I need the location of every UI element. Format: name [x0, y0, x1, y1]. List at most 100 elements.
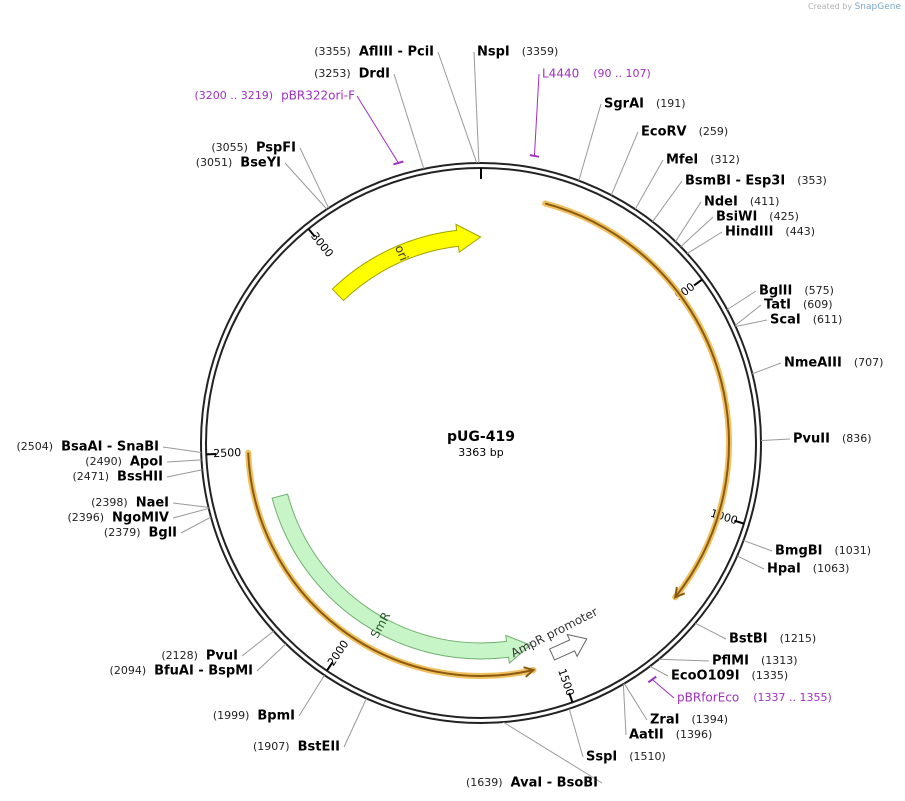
restriction-site-label: PflMI(1313)	[712, 654, 798, 669]
restriction-site-label: BssHII(2471)	[72, 470, 163, 485]
site-name: PvuI	[206, 649, 238, 664]
primer-name: pBRforEco	[677, 691, 739, 705]
site-name: TatI	[764, 298, 791, 313]
site-name: BseYI	[240, 156, 281, 171]
primer-position: (90 .. 107)	[593, 67, 651, 80]
site-position: (191)	[656, 97, 686, 110]
primer-name: L4440	[542, 67, 579, 81]
ruler-tick	[568, 692, 574, 703]
leader-line	[734, 304, 762, 326]
site-name: MfeI	[666, 153, 698, 168]
site-name: NgoMIV	[112, 511, 169, 526]
leader-line	[162, 446, 202, 454]
restriction-site-label: AatII (1396)	[629, 728, 712, 743]
site-name: SspI	[586, 750, 617, 765]
restriction-site-label: EcoO109I (1335)	[671, 669, 788, 684]
site-position: (1396)	[676, 728, 713, 741]
ruler-tick-label: 2000	[325, 638, 351, 668]
site-position: (1031)	[835, 544, 872, 557]
leader-line	[343, 698, 367, 748]
leader-line	[658, 658, 710, 662]
leader-line	[180, 516, 212, 534]
leader-line	[735, 319, 768, 327]
leader-line	[623, 683, 648, 721]
restriction-site-label: ZraI(1394)	[650, 713, 728, 728]
restriction-site-label: DrdI(3253)	[314, 67, 390, 82]
leader-line	[736, 555, 765, 570]
restriction-site-label: BseYI(3051)	[196, 156, 281, 171]
leader-line	[172, 502, 209, 508]
snapgene-brand: SnapGene	[854, 2, 901, 12]
restriction-site-label: HindIII(443)	[725, 225, 815, 240]
site-name: EcoO109I	[671, 669, 740, 684]
leader-line	[437, 51, 478, 164]
site-name: BsaAI - SnaBI	[61, 440, 159, 455]
site-position: (1063)	[813, 562, 850, 575]
restriction-site-label: MfeI(312)	[666, 153, 740, 168]
ruler-tick	[693, 278, 703, 287]
site-name: BpmI	[257, 709, 295, 724]
leader-line	[241, 630, 274, 657]
ampr-promoter-shape	[548, 633, 588, 661]
leader-line	[578, 103, 602, 181]
site-name: HpaI	[767, 562, 801, 577]
leader-line	[256, 643, 287, 672]
restriction-site-label: PspFI(3055)	[211, 141, 296, 156]
site-name: PvuII	[793, 432, 830, 447]
site-name: AatII	[629, 728, 664, 743]
site-name: HindIII	[725, 225, 773, 240]
site-name: BglII	[759, 284, 792, 299]
restriction-site-label: NspI(3359)	[477, 45, 558, 60]
plasmid-name: pUG-419	[447, 429, 515, 445]
backbone-outer	[200, 162, 762, 724]
plasmid-length: 3363 bp	[458, 446, 503, 459]
credit-prefix: Created by	[808, 2, 853, 11]
restriction-site-label: BfuAI - BspMI(2094)	[110, 664, 253, 679]
restriction-site-label: SgrAI(191)	[604, 97, 686, 112]
site-position: (1313)	[761, 654, 798, 667]
site-position: (1639)	[466, 776, 503, 789]
site-name: NspI	[477, 45, 510, 60]
leader-line	[166, 459, 202, 463]
site-name: BfuAI - BspMI	[154, 664, 253, 679]
ruler-tick	[326, 661, 334, 672]
site-position: (707)	[854, 356, 884, 369]
ampr-promoter-arrow	[548, 633, 588, 661]
leader-lines-group	[162, 51, 791, 784]
site-position: (1215)	[780, 632, 817, 645]
primer-leader-line	[533, 73, 540, 156]
site-position: (259)	[699, 125, 729, 138]
site-name: AvaI - BsoBI	[511, 776, 598, 791]
site-name: BsiWI	[716, 210, 757, 225]
site-name: AflIII - PciI	[359, 45, 434, 60]
ruler-tick	[734, 519, 745, 525]
site-name: ApoI	[130, 455, 163, 470]
site-position: (1335)	[752, 669, 789, 682]
orf-track-left-arrowhead	[523, 666, 536, 678]
site-position: (1510)	[629, 750, 666, 763]
restriction-site-label: ApoI(2490)	[85, 455, 163, 470]
primer-mark	[647, 675, 657, 684]
restriction-site-label: NdeI(411)	[704, 195, 779, 210]
site-name: BglI	[148, 526, 177, 541]
site-position: (3355)	[314, 45, 351, 58]
restriction-site-label: TatI(609)	[764, 298, 833, 313]
site-name: BmgBI	[775, 544, 823, 559]
ruler-tick-label: 3000	[308, 230, 336, 260]
restriction-site-label: PvuII (836)	[793, 432, 872, 447]
leader-line	[686, 231, 723, 254]
restriction-site-label: PvuI(2128)	[161, 649, 238, 664]
site-position: (836)	[842, 432, 872, 445]
restriction-site-label: ScaI(611)	[770, 313, 842, 328]
snapgene-credit: Created by SnapGene	[808, 2, 901, 12]
primer-label: pBR322ori-F(3200 .. 3219)	[195, 89, 356, 103]
site-name: ScaI	[770, 313, 801, 328]
restriction-site-label: NaeI(2398)	[91, 496, 169, 511]
site-position: (1907)	[253, 740, 290, 753]
site-position: (2379)	[104, 526, 141, 539]
primer-position: (1337 .. 1355)	[753, 691, 832, 704]
ori-feature-label: ori	[392, 243, 411, 263]
site-name: DrdI	[359, 67, 390, 82]
